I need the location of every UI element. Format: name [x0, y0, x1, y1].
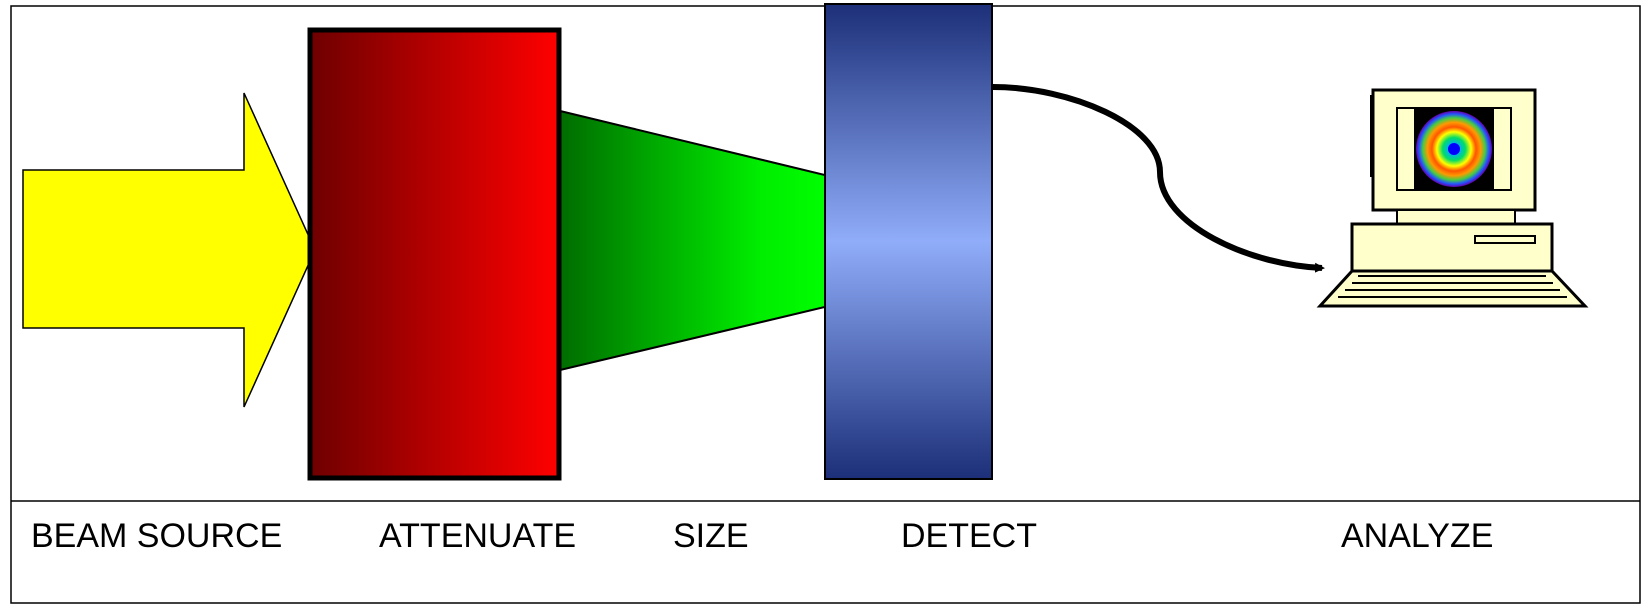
beam-profile-icon [1416, 111, 1492, 187]
stage-label-size: SIZE [673, 517, 749, 555]
detector-plate [824, 3, 993, 480]
stage-label-beam-source: BEAM SOURCE [31, 517, 283, 555]
curved-arrow-icon [992, 84, 1325, 273]
beam-cone [555, 108, 830, 373]
beam-source-arrow [22, 92, 316, 408]
stage-label-attenuate: ATTENUATE [379, 517, 577, 555]
stage-label-detect: DETECT [901, 517, 1037, 555]
attenuator-block [307, 27, 562, 481]
stage-label-analyze: ANALYZE [1341, 517, 1494, 555]
computer-icon [1316, 88, 1589, 308]
